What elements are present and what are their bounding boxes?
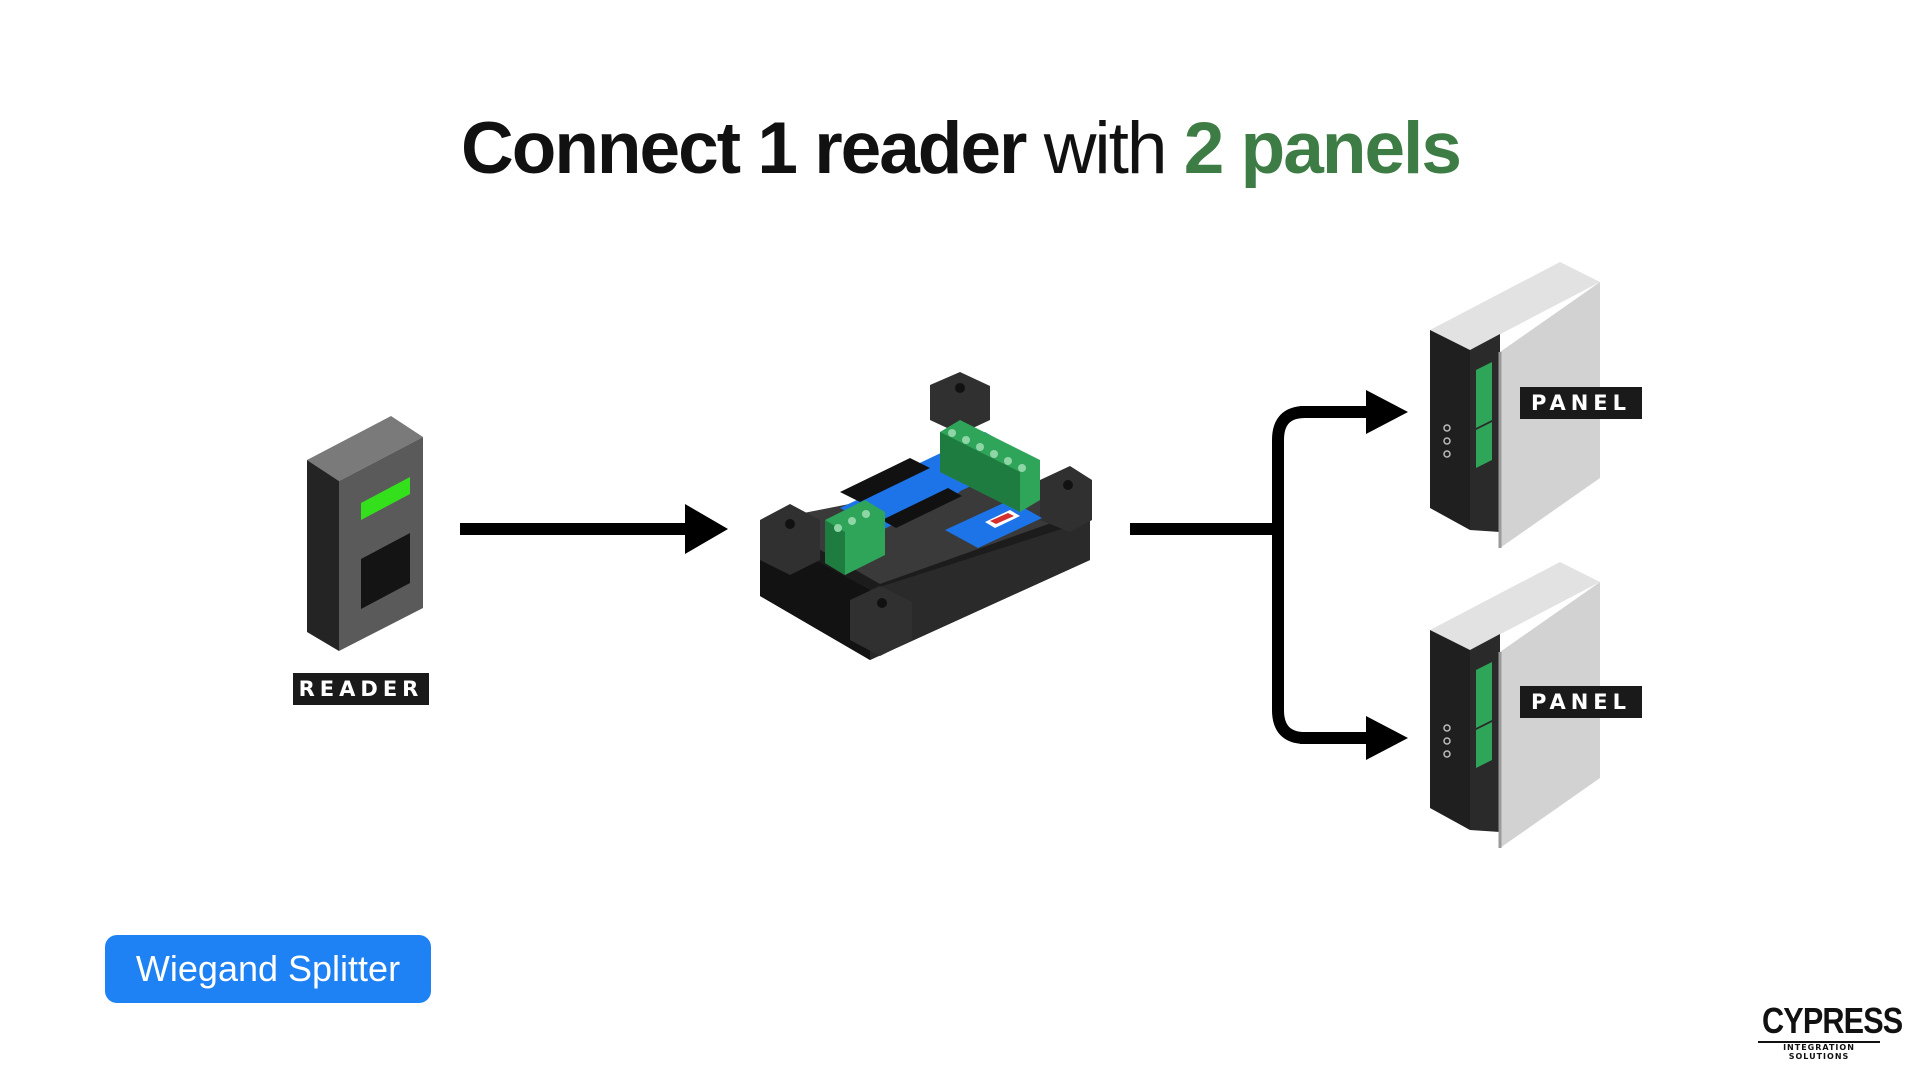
title-part-3: 2 panels (1183, 108, 1462, 189)
panel-1-label: PANEL (1520, 387, 1642, 419)
arrow-splitter-to-panels (1130, 390, 1408, 760)
logo-divider (1758, 1041, 1880, 1043)
logo-tagline: INTEGRATION SOLUTIONS (1783, 1043, 1855, 1061)
title-part-1: Connect 1 reader (461, 108, 1027, 189)
logo-name: CYPRESS (1762, 1000, 1903, 1041)
cypress-logo: CYPRESS INTEGRATION SOLUTIONS (1752, 1000, 1903, 1061)
wiegand-splitter-tag[interactable]: Wiegand Splitter (105, 935, 431, 1003)
panel-2-label: PANEL (1520, 686, 1642, 718)
wiegand-splitter-device-icon (760, 372, 1092, 660)
reader-label: READER (293, 673, 429, 705)
page-title: Connect 1 reader with 2 panels (0, 112, 1921, 185)
arrow-reader-to-splitter (460, 504, 728, 554)
title-part-2: with (1025, 108, 1184, 189)
card-reader-icon (307, 416, 423, 651)
